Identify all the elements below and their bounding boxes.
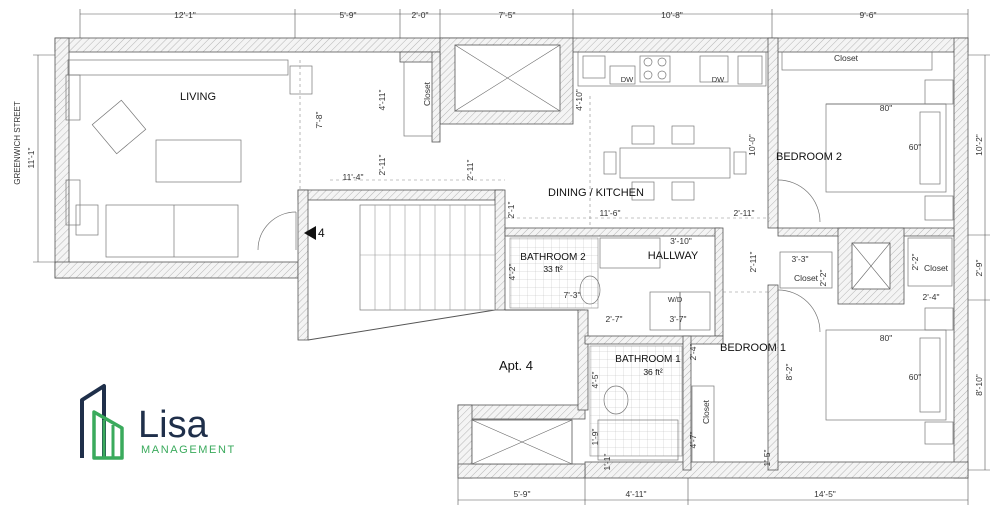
svg-text:1'-9": 1'-9" [590, 429, 600, 446]
dim-top-1: 12'-1" [174, 10, 196, 20]
room-bedroom1: BEDROOM 1 [720, 342, 786, 354]
room-bathroom1: BATHROOM 1 [615, 354, 681, 365]
svg-text:1'-1": 1'-1" [602, 454, 612, 471]
svg-text:4'-11": 4'-11" [377, 89, 387, 110]
dishwasher-2: DW [712, 75, 725, 84]
room-bathroom2: BATHROOM 2 [520, 252, 586, 263]
svg-text:80": 80" [880, 333, 892, 343]
svg-text:2'-2": 2'-2" [818, 270, 828, 287]
logo-name: Lisa [138, 404, 209, 446]
svg-text:4'-2": 4'-2" [507, 264, 517, 281]
room-bathroom2-area: 33 ft² [543, 264, 563, 274]
dim-top-4: 7'-5" [499, 10, 516, 20]
elevator-shaft-top [454, 44, 561, 112]
svg-text:7'-3": 7'-3" [564, 290, 581, 300]
laundry [649, 291, 711, 331]
bathroom1-fixtures [589, 345, 683, 461]
svg-text:80": 80" [880, 103, 892, 113]
bottom-dimensions: 5'-9" 4'-11" 14'-5" [457, 478, 969, 505]
dim-bottom-2: 4'-11" [625, 489, 646, 499]
dishwasher-1: DW [621, 75, 634, 84]
svg-text:2'-11": 2'-11" [465, 159, 475, 180]
svg-text:7'-8": 7'-8" [314, 112, 324, 129]
dim-right-1: 10'-2" [974, 134, 984, 156]
svg-text:60": 60" [909, 142, 921, 152]
dim-bottom-1: 5'-9" [514, 489, 531, 499]
guide-lines [299, 60, 770, 293]
dim-top-2: 5'-9" [340, 10, 357, 20]
unit-marker: 4 [304, 226, 325, 240]
svg-text:4'-7": 4'-7" [688, 432, 698, 449]
bathroom2-fixtures [509, 237, 661, 309]
lisa-management-logo: Lisa MANAGEMENT [80, 384, 236, 460]
dim-top-5: 10'-8" [661, 10, 683, 20]
dim-right-3: 8'-10" [974, 374, 984, 396]
shaft-small [851, 242, 891, 290]
washer-dryer: W/D [668, 295, 683, 304]
stairs [359, 204, 496, 311]
svg-text:60": 60" [909, 372, 921, 382]
closet-boxes [403, 61, 715, 463]
svg-text:2'-2": 2'-2" [910, 254, 920, 271]
right-dimensions: 10'-2" 2'-9" 8'-10" [965, 54, 990, 471]
interior-dimensions: 4'-11" 7'-8" 2'-11" 11'-4" 2'-11" 4'-10"… [314, 89, 939, 470]
svg-text:3'-10": 3'-10" [670, 236, 692, 246]
logo-subtitle: MANAGEMENT [141, 444, 236, 456]
svg-text:3'-7": 3'-7" [670, 314, 687, 324]
svg-text:3'-3": 3'-3" [792, 254, 809, 264]
dining-table [603, 125, 747, 201]
svg-text:10'-0": 10'-0" [747, 134, 757, 156]
unit-number: 4 [318, 226, 325, 240]
top-dimensions: 12'-1" 5'-9" 2'-0" 7'-5" 10'-8" 9'-6" [79, 9, 969, 38]
svg-text:2'-11": 2'-11" [377, 154, 387, 175]
svg-text:2'-11": 2'-11" [748, 251, 758, 272]
svg-text:2'-7": 2'-7" [606, 314, 623, 324]
svg-text:2'-1": 2'-1" [506, 202, 516, 219]
apartment-label: Apt. 4 [499, 358, 533, 373]
room-dining-kitchen: DINING / KITCHEN [548, 187, 644, 199]
svg-text:4'-5": 4'-5" [590, 372, 600, 389]
svg-text:2'-4": 2'-4" [923, 292, 940, 302]
svg-text:2'-11": 2'-11" [733, 208, 754, 218]
bedroom2-furniture [777, 51, 954, 223]
bedroom1-furniture [777, 289, 954, 445]
kitchen-counter: DW DW [577, 51, 767, 87]
living-furniture [65, 59, 313, 258]
room-living: LIVING [180, 91, 216, 103]
room-bedroom2: BEDROOM 2 [776, 151, 842, 163]
svg-text:11'-6": 11'-6" [599, 208, 620, 218]
dim-right-2: 2'-9" [974, 260, 984, 277]
svg-text:8'-2": 8'-2" [784, 364, 794, 381]
svg-text:11'-4": 11'-4" [342, 172, 363, 182]
closet-bedroom2: Closet [834, 53, 859, 63]
svg-text:2'-4": 2'-4" [688, 344, 698, 361]
svg-text:1'-5": 1'-5" [762, 450, 772, 467]
left-dimension: 11'-1" GREENWICH STREET [13, 54, 58, 263]
elevator-shaft-bottom [471, 419, 573, 465]
dim-left: 11'-1" [26, 147, 36, 168]
dim-top-3: 2'-0" [412, 10, 429, 20]
dim-top-6: 9'-6" [860, 10, 877, 20]
room-hallway: HALLWAY [648, 250, 699, 262]
dim-bottom-3: 14'-5" [814, 489, 836, 499]
closet-living: Closet [422, 81, 432, 106]
closet-right-area [779, 237, 953, 289]
closet-right: Closet [924, 263, 949, 273]
room-bathroom1-area: 36 ft² [643, 367, 663, 377]
svg-text:4'-10": 4'-10" [574, 89, 584, 111]
closet-bathroom1: Closet [701, 399, 711, 424]
street-label: GREENWICH STREET [13, 101, 22, 185]
closet-hall: Closet [794, 273, 819, 283]
